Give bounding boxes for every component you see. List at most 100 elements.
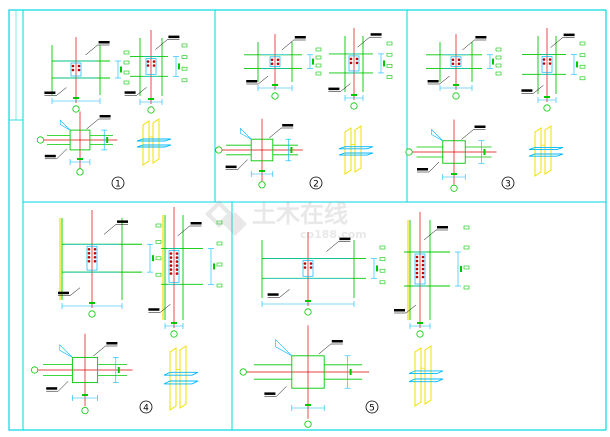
leader-line [155, 39, 168, 50]
leader-line [462, 39, 475, 51]
dimension-mark [152, 255, 154, 262]
bolt [415, 263, 419, 267]
bolt [270, 62, 274, 66]
column-section [442, 140, 466, 164]
dimension-mark [82, 394, 88, 396]
sheet-border [8, 9, 607, 431]
dimension-mark [492, 58, 494, 65]
grid-bubble [450, 184, 458, 192]
panel-4 [30, 207, 223, 415]
weld-symbol [386, 52, 393, 57]
annotation-mark [427, 80, 439, 83]
bolt [421, 255, 425, 259]
iso-column [152, 118, 160, 164]
splice-plate [269, 56, 281, 67]
weld-symbol [315, 55, 322, 60]
bolt [415, 275, 419, 279]
column-section [69, 129, 91, 151]
leader-line [550, 37, 563, 48]
dimension-mark [171, 322, 177, 324]
leader-line [160, 304, 171, 313]
dimension-mark [453, 84, 459, 86]
panel-number-1: 1 [111, 176, 125, 190]
leader-line [533, 85, 544, 94]
bolt [421, 259, 425, 263]
grid-bubble [88, 310, 96, 318]
weld-symbol [216, 283, 223, 288]
bolt [421, 267, 425, 271]
bolt [542, 62, 546, 65]
bolt [421, 263, 425, 267]
splice-plate [414, 253, 426, 285]
grid-bubble [271, 92, 279, 100]
weld-symbol [463, 285, 470, 290]
annotation-mark [99, 115, 111, 118]
leader-line [340, 83, 351, 92]
leader-line [85, 44, 98, 56]
dimension-mark [213, 263, 215, 270]
iso-column [414, 347, 422, 407]
bolt [175, 252, 179, 255]
dimension-mark [460, 266, 462, 272]
weld-symbol [123, 50, 130, 55]
weld-symbol [579, 53, 586, 57]
bolt [71, 68, 75, 72]
iso-column [424, 345, 432, 405]
weld-symbol [579, 76, 586, 81]
leader-line [423, 229, 437, 241]
bolt [303, 262, 307, 265]
dimension-mark [349, 369, 352, 375]
weld-symbol [216, 262, 223, 267]
dimension-mark [77, 158, 83, 160]
weld-symbol [155, 223, 162, 228]
panel-number-2-label: 2 [313, 180, 319, 190]
bolt [175, 256, 179, 259]
weld-symbol [463, 225, 470, 230]
leader-line [177, 225, 190, 237]
dimension-mark [178, 63, 180, 70]
weld-symbol [463, 265, 470, 270]
annotation-mark [474, 125, 486, 128]
weld-symbol [181, 43, 188, 48]
bolt [169, 272, 173, 275]
bolt [457, 62, 461, 66]
dimension-mark [483, 149, 486, 155]
leader-line [93, 345, 106, 357]
weld-symbol [579, 64, 586, 69]
dimension-mark [451, 173, 457, 175]
grid-bubble [350, 102, 358, 110]
leader-line [86, 118, 99, 130]
iso-beam [136, 138, 172, 142]
annotation-mark [225, 165, 237, 169]
bolt [152, 64, 156, 67]
weld-symbol [181, 55, 188, 59]
dimension-mark [351, 94, 357, 96]
dimension-mark [417, 322, 423, 324]
bolt [169, 260, 173, 263]
dimension-mark [544, 96, 550, 98]
leader-line [58, 381, 69, 392]
bolt [146, 64, 150, 67]
annotation-mark [246, 80, 258, 83]
bolt [349, 61, 353, 65]
grid-bubble [30, 366, 39, 374]
grid-bubble [416, 330, 424, 338]
column-section [71, 356, 99, 384]
iso-beam [408, 378, 444, 383]
iso-column [354, 125, 362, 173]
weld-symbol [155, 256, 162, 261]
dimension-mark [117, 367, 120, 373]
annotation-mark [117, 220, 128, 223]
annotation-mark [294, 36, 306, 39]
panel-number-1-label: 1 [115, 180, 121, 190]
weld-symbol [181, 66, 188, 71]
bolt [146, 60, 150, 63]
grid-bubble [76, 168, 84, 176]
bolt [309, 266, 313, 269]
leader-line [269, 127, 282, 139]
dimension-mark [312, 58, 314, 65]
dimension-mark [120, 66, 122, 73]
grid-bubble [147, 106, 155, 114]
annotation-mark [475, 36, 487, 39]
